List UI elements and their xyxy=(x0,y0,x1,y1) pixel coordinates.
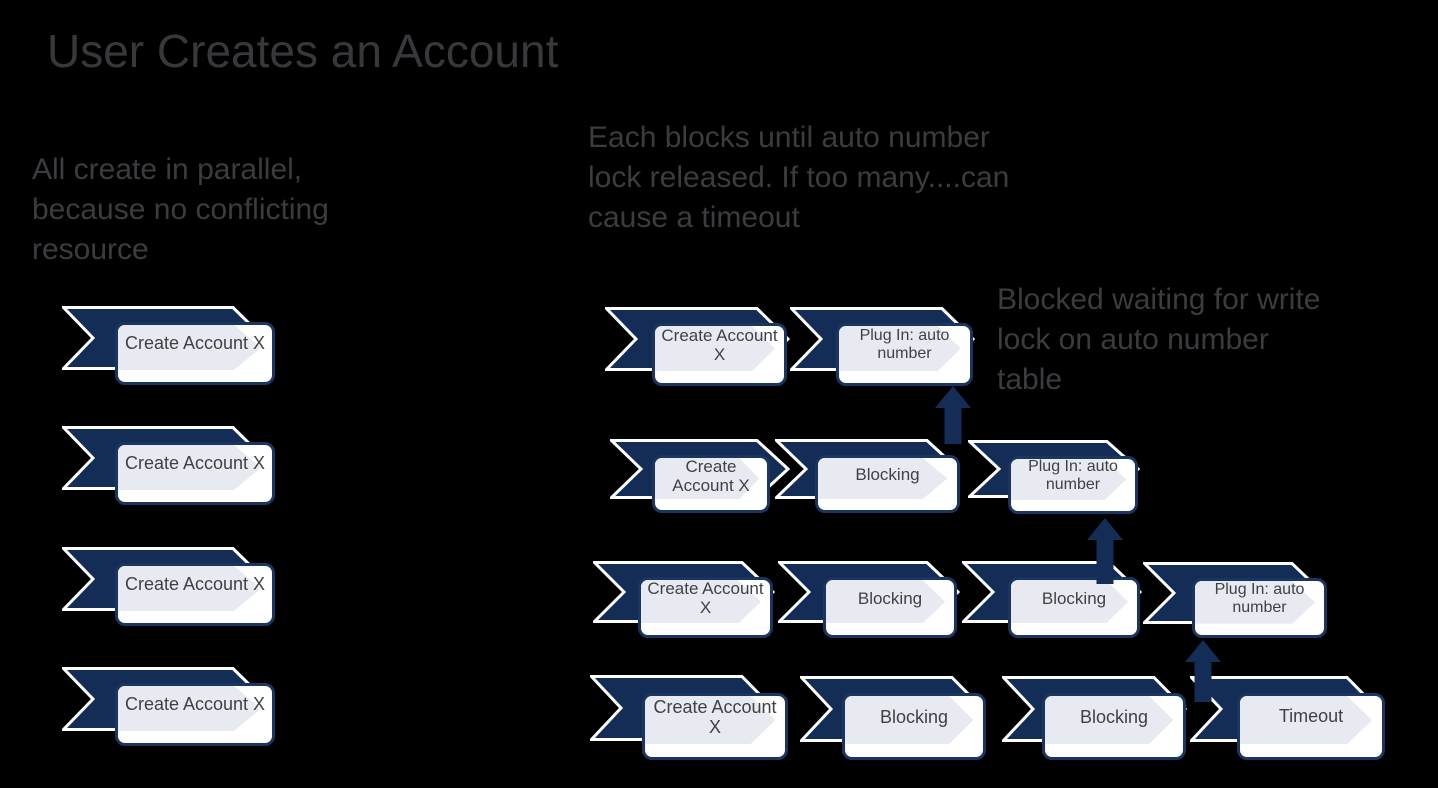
step-label: Create Account X xyxy=(124,332,266,353)
step-label-box: Plug In: auto number xyxy=(1008,456,1138,514)
label-box-chevron-fill xyxy=(818,458,948,500)
step-label-box: Blocking xyxy=(823,577,957,638)
step-label-box: Create Account X xyxy=(115,442,275,505)
note-parallel: All create in parallel, because no confl… xyxy=(32,153,329,266)
step-label: Blocking xyxy=(879,706,949,727)
step-label-box: Blocking xyxy=(1008,577,1140,638)
label-box-chevron-fill xyxy=(1011,580,1129,624)
label-box-chevron-fill xyxy=(118,325,262,371)
step-label: Create Account X xyxy=(124,573,266,594)
step-label: Create Account X xyxy=(661,326,778,365)
label-box-chevron-fill xyxy=(826,580,946,624)
step-label-box: Blocking xyxy=(815,455,960,513)
step-label: Create Account X xyxy=(653,696,777,737)
step-label: Blocking xyxy=(1041,589,1107,609)
label-box-chevron-fill xyxy=(118,686,262,732)
label-box-chevron-fill xyxy=(839,326,961,372)
step-label: Plug In: auto number xyxy=(859,327,950,363)
label-box-chevron-fill xyxy=(641,580,761,624)
label-box-chevron-fill xyxy=(1011,459,1127,501)
label-box-chevron-fill xyxy=(118,445,262,491)
note-blocking: Each blocks until auto number lock relea… xyxy=(588,121,1010,234)
step-label: Blocking xyxy=(1079,706,1149,727)
label-box-chevron-fill xyxy=(1240,696,1373,745)
label-box-chevron-fill xyxy=(1045,696,1174,745)
step-label-box: Create Account X xyxy=(115,322,275,385)
up-arrow-row2-to-row1-icon xyxy=(935,386,971,444)
label-box-chevron-fill xyxy=(645,696,776,745)
label-box-chevron-fill xyxy=(845,696,974,745)
step-label: Create Account X xyxy=(124,452,266,473)
step-label-box: Create Account X xyxy=(115,683,275,746)
step-label: Create Account X xyxy=(672,457,750,496)
step-label-box: Create Account X xyxy=(115,563,275,626)
step-label: Create Account X xyxy=(124,693,266,714)
step-label-box: Plug In: auto number xyxy=(1192,578,1327,638)
label-box-chevron-fill xyxy=(118,566,262,612)
step-label-box: Blocking xyxy=(1042,693,1186,760)
step-label-box: Timeout xyxy=(1237,693,1385,760)
label-box-chevron-fill xyxy=(655,458,760,500)
step-label-box: Create Account X xyxy=(652,455,770,513)
step-label-box: Blocking xyxy=(842,693,986,760)
step-label: Plug In: auto number xyxy=(1028,458,1118,494)
up-arrow-row4-to-row3-icon xyxy=(1185,640,1221,702)
label-box-chevron-fill xyxy=(1195,581,1315,624)
step-label-box: Create Account X xyxy=(638,577,773,638)
slide-title: User Creates an Account xyxy=(47,25,559,77)
step-label: Blocking xyxy=(855,464,920,484)
step-label: Create Account X xyxy=(647,579,764,618)
label-box-chevron-fill xyxy=(655,326,775,372)
step-label-box: Create Account X xyxy=(652,323,787,386)
step-label: Blocking xyxy=(857,589,923,609)
step-label-box: Plug In: auto number xyxy=(836,323,973,386)
note-blocked-waiting: Blocked waiting for write lock on auto n… xyxy=(997,283,1321,396)
up-arrow-row3-to-row2-icon xyxy=(1087,518,1123,584)
step-label: Timeout xyxy=(1278,706,1344,727)
step-label: Plug In: auto number xyxy=(1214,581,1305,616)
step-label-box: Create Account X xyxy=(642,693,788,760)
